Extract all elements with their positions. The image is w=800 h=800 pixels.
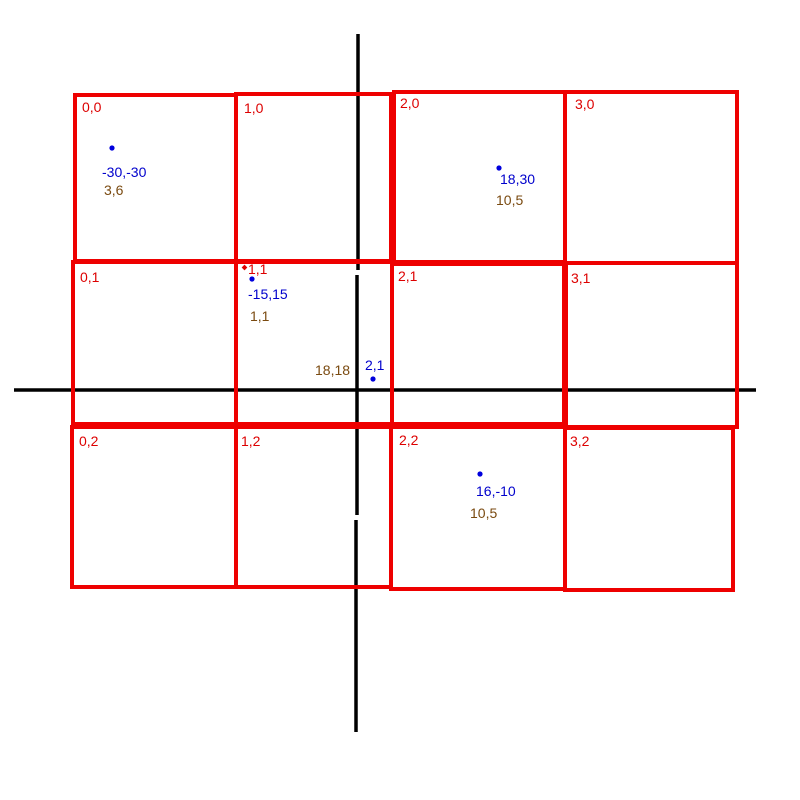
cell-2-1: 2,1 [390,262,566,426]
point-label: 16,-10 [476,483,516,499]
cell-border [563,426,735,592]
point-label: -30,-30 [102,164,147,180]
cell-label: 1,1 [248,261,268,277]
cell-border [71,260,238,426]
point-3: -15,15 1,1 [248,276,288,324]
cell-0-0: 0,0 [73,93,238,263]
cell-0-1: 0,1 [71,260,238,426]
cell-label: 0,2 [79,433,99,449]
cell-label: 3,1 [571,270,591,286]
cell-label: 2,0 [400,95,420,111]
cell-label: 2,2 [399,432,419,448]
point-sub-label: 3,6 [104,182,124,198]
point-1: -30,-30 3,6 [102,145,147,198]
cell-3-1: 3,1 [564,261,739,429]
cell-border [70,425,238,589]
cell-label: 1,0 [244,100,264,116]
cell-border [73,93,238,263]
point-sub-label: 1,1 [250,308,270,324]
cell-label: 3,0 [575,96,595,112]
point-sub-label: 10,5 [470,505,497,521]
point-label: 18,30 [500,171,535,187]
point-dot [370,376,376,382]
cell-border [234,92,393,263]
point-label: -15,15 [248,286,288,302]
point-dot [496,165,502,171]
cell-1-0: 1,0 [234,92,393,263]
point-sub-label: 10,5 [496,192,523,208]
cell-border [563,90,739,265]
cell-3-0: 3,0 [563,90,739,265]
cell-label: 3,2 [570,433,590,449]
cell-label: 0,1 [80,269,100,285]
point-dot [477,471,483,477]
point-sub-label: 18,18 [315,362,350,378]
cell-border [392,90,567,264]
point-2: 18,30 10,5 [496,165,535,208]
point-dot [109,145,115,151]
point-5: 16,-10 10,5 [470,471,516,521]
cell-3-2: 3,2 [563,426,735,592]
cell-border [234,425,393,589]
cell-2-0: 2,0 [392,90,567,264]
cell-border [390,262,566,426]
red-marker [241,264,248,271]
cell-0-2: 0,2 [70,425,238,589]
point-4: 2,1 18,18 [315,357,385,382]
point-label: 2,1 [365,357,385,373]
cell-1-2: 1,2 [234,425,393,589]
cell-label: 2,1 [398,268,418,284]
point-dot [249,276,255,282]
cell-label: 1,2 [241,433,261,449]
cell-border [564,261,739,429]
cell-label: 0,0 [82,99,102,115]
